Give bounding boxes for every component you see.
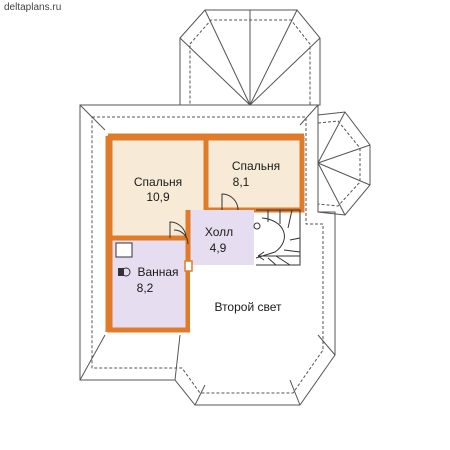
room-bathroom-name: Ванная <box>137 265 178 279</box>
room-bedroom-2-area: 8,1 <box>233 175 250 189</box>
stair-start-icon <box>253 222 261 230</box>
outer-walls <box>105 133 304 332</box>
room-bedroom-1-name: Спальня <box>134 175 182 189</box>
void-second-light: Второй свет <box>110 265 305 333</box>
sink-icon <box>115 242 133 258</box>
room-bedroom-2: Спальня 8,1 <box>203 135 305 213</box>
room-bathroom: Ванная 8,2 <box>107 235 191 333</box>
room-hall: Холл 4,9 <box>185 210 254 265</box>
door-bedroom-1 <box>169 221 187 239</box>
door-bedroom-2 <box>221 193 239 211</box>
room-bathroom-area: 8,2 <box>137 281 154 295</box>
room-bedroom-2-name: Спальня <box>232 159 280 173</box>
room-hall-area: 4,9 <box>210 241 227 255</box>
doors <box>169 193 239 272</box>
door-hall <box>173 229 189 245</box>
room-bedroom-1-area: 10,9 <box>146 190 170 204</box>
void-label: Второй свет <box>214 300 282 314</box>
door-bathroom <box>184 260 193 272</box>
site-watermark: deltaplans.ru <box>4 2 62 13</box>
room-hall-name: Холл <box>205 225 233 239</box>
stair-arrow-icon <box>257 251 265 261</box>
staircase <box>253 209 301 266</box>
toilet-tank-icon <box>118 268 124 276</box>
roof-outline <box>79 9 371 406</box>
